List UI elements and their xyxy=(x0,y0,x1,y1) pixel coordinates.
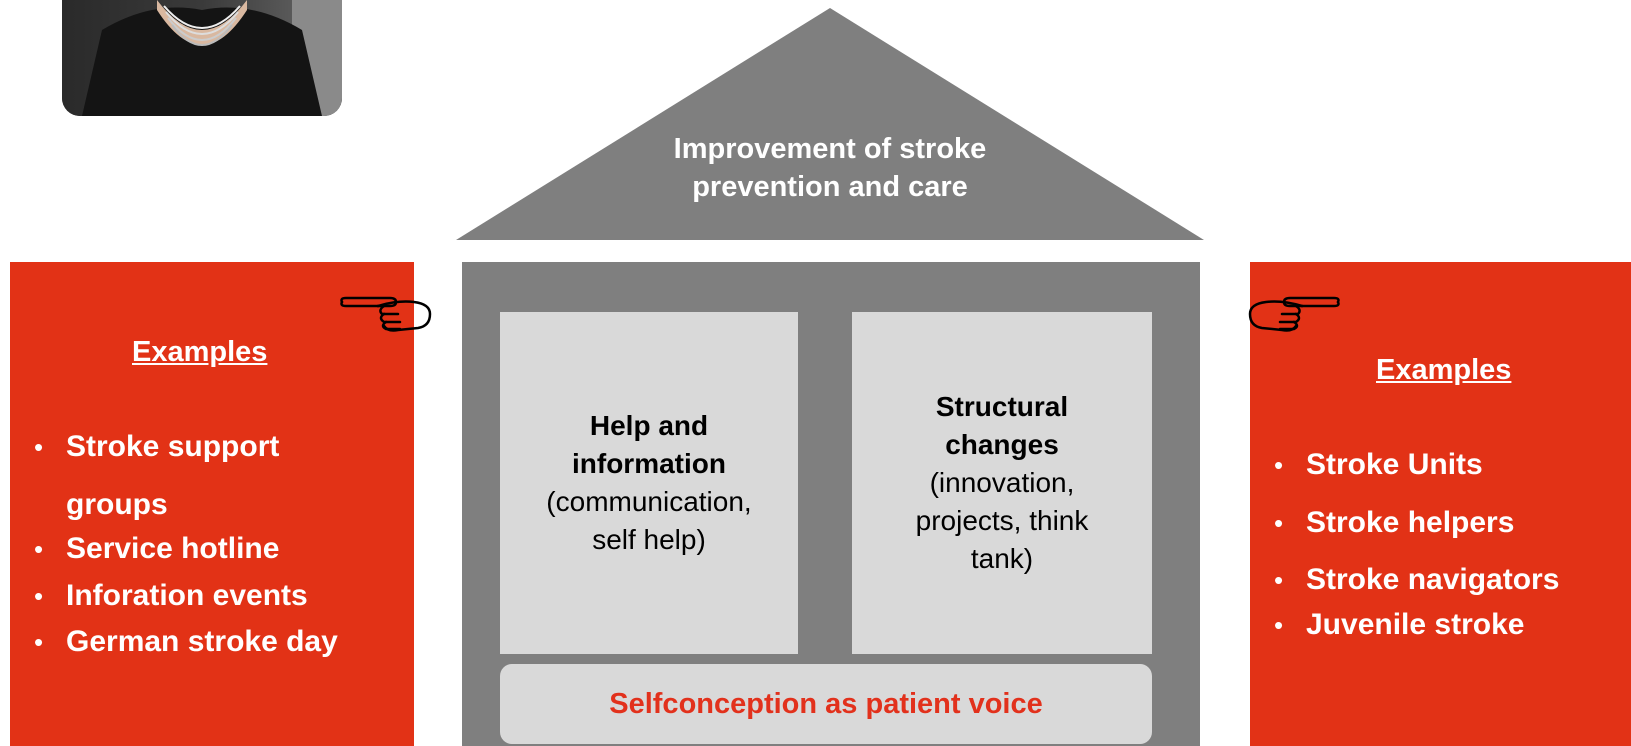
left-examples-title: Examples xyxy=(132,336,268,368)
list-item: Juvenile stroke xyxy=(1270,608,1559,642)
pillar-right-detail-line1: (innovation, xyxy=(929,467,1075,498)
list-item: Stroke support groups xyxy=(30,418,338,534)
pillar-help-information: Help and information (communication, sel… xyxy=(500,312,798,654)
pillar-left-heading-line1: Help and xyxy=(589,410,709,441)
list-item-line: groups xyxy=(66,488,168,521)
pillar-right-detail-line2: projects, think xyxy=(915,505,1089,536)
pillar-left-detail-line2: self help) xyxy=(592,524,706,555)
list-item: Service hotline xyxy=(30,526,338,572)
left-examples-panel: Examples Stroke support groups Service h… xyxy=(10,262,432,746)
pillar-structural-changes: Structural changes (innovation, projects… xyxy=(852,312,1152,654)
pointing-hand-right-icon xyxy=(340,296,432,332)
pillar-right-heading-line1: Structural xyxy=(935,391,1069,422)
roof-title: Improvement of stroke prevention and car… xyxy=(610,130,1050,206)
foundation-label: Selfconception as patient voice xyxy=(609,687,1043,720)
pillar-left-heading-line2: information xyxy=(572,448,726,479)
pillar-right-detail-line3: tank) xyxy=(970,543,1034,574)
house-roof xyxy=(456,8,1204,240)
list-item: Stroke helpers xyxy=(1270,494,1559,552)
pillar-left-detail-line1: (communication, xyxy=(546,486,752,517)
right-examples-title: Examples xyxy=(1376,354,1512,386)
list-item: German stroke day xyxy=(30,620,338,664)
pillar-right-heading-line2: changes xyxy=(945,429,1059,460)
right-examples-list: Stroke Units Stroke helpers Stroke navig… xyxy=(1270,436,1559,642)
pointing-hand-left-icon xyxy=(1248,296,1340,332)
roof-title-line1: Improvement of stroke xyxy=(673,133,987,165)
right-examples-panel: Examples Stroke Units Stroke helpers Str… xyxy=(1248,262,1631,746)
list-item-line: Stroke support xyxy=(66,430,280,463)
roof-title-line2: prevention and care xyxy=(692,171,968,203)
list-item: Stroke Units xyxy=(1270,436,1559,494)
portrait-photo xyxy=(62,0,342,116)
list-item: Inforation events xyxy=(30,572,338,620)
list-item: Stroke navigators xyxy=(1270,552,1559,608)
left-examples-list: Stroke support groups Service hotline In… xyxy=(30,418,338,664)
foundation-patient-voice: Selfconception as patient voice xyxy=(500,664,1152,744)
